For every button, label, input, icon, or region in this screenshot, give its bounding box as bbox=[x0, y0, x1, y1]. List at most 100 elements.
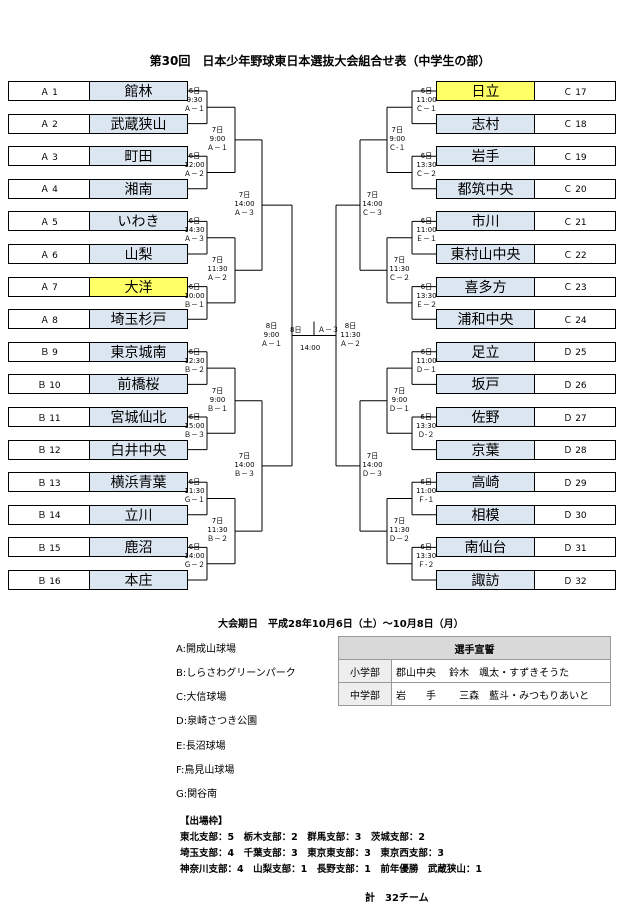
team-name: 京葉 bbox=[437, 440, 534, 459]
match-day: 6日 bbox=[420, 217, 433, 226]
match-time: 9:00 bbox=[209, 395, 226, 404]
team-code: Ｃ 22 bbox=[534, 245, 615, 263]
team-code: Ｂ 12 bbox=[9, 440, 90, 459]
match-day: 6日 bbox=[188, 478, 201, 487]
match-day: 6日 bbox=[188, 347, 201, 356]
team-code: Ｄ 26 bbox=[534, 375, 615, 394]
venue-item: C:大信球場 bbox=[176, 692, 227, 703]
match-time: 9:00 bbox=[389, 134, 406, 143]
match-day: 7日 bbox=[238, 451, 251, 460]
match-venue: Ｃ－３ bbox=[362, 209, 383, 218]
team-code: Ｄ 31 bbox=[534, 538, 615, 557]
match-time: 13:30 bbox=[416, 291, 437, 300]
team-total: 計 32チーム bbox=[365, 893, 429, 904]
team-name: 相模 bbox=[437, 505, 534, 524]
team-code: Ｂ 9 bbox=[9, 342, 90, 361]
team-name: 足立 bbox=[437, 342, 534, 361]
match-day: 7日 bbox=[393, 517, 406, 526]
team-name: 喜多方 bbox=[437, 277, 534, 296]
match-time: 11:30 bbox=[207, 265, 228, 274]
match-venue: Ｂ－１ bbox=[207, 404, 228, 413]
match-time: 11:30 bbox=[340, 330, 361, 339]
match-venue: Ｄ－１ bbox=[416, 365, 437, 374]
match-time: 11:30 bbox=[184, 487, 205, 496]
oath-label-junior: 中学部 bbox=[338, 682, 392, 706]
match-time: 11:00 bbox=[416, 356, 437, 365]
match-time: 9:30 bbox=[186, 96, 203, 104]
team-name: 立川 bbox=[90, 505, 187, 524]
team-code: Ｄ 27 bbox=[534, 408, 615, 426]
match-day: 6日 bbox=[188, 152, 201, 161]
venue-item: D:泉崎さつき公園 bbox=[176, 716, 258, 727]
match-venue: Ｃ－２ bbox=[416, 170, 437, 179]
team-code: Ａ 6 bbox=[9, 245, 90, 263]
match-time: 11:00 bbox=[416, 96, 437, 104]
team-code: Ｄ 30 bbox=[534, 505, 615, 524]
match-venue: Ｅ－１ bbox=[416, 235, 437, 244]
match-venue: Ａ－２ bbox=[340, 339, 361, 348]
match-venue: Ｃ-１ bbox=[389, 143, 406, 152]
team-code: Ｃ 19 bbox=[534, 147, 615, 166]
team-code: Ａ 7 bbox=[9, 277, 90, 296]
team-name: 鹿沼 bbox=[90, 538, 187, 557]
match-venue: Ａ－２ bbox=[207, 274, 228, 283]
team-code: Ｄ 29 bbox=[534, 473, 615, 492]
team-code: Ｃ 17 bbox=[534, 82, 615, 100]
match-venue: Ｄ－３ bbox=[362, 469, 383, 478]
match-day: 6日 bbox=[188, 543, 201, 552]
team-code: Ｃ 21 bbox=[534, 212, 615, 231]
team-name: 佐野 bbox=[437, 408, 534, 426]
team-name: 諏訪 bbox=[437, 571, 534, 589]
match-day: 6日 bbox=[420, 87, 433, 95]
match-venue: Ｃ－２ bbox=[389, 274, 410, 283]
match-time: 12:30 bbox=[184, 356, 205, 365]
match-day: 7日 bbox=[393, 386, 406, 395]
team-name: 横浜青葉 bbox=[90, 473, 187, 492]
oath-text-junior: 岩 手 三森 藍斗・みつもりあいと bbox=[391, 682, 611, 706]
match-time: 14:00 bbox=[234, 460, 255, 469]
team-name: 坂戸 bbox=[437, 375, 534, 394]
match-day: 6日 bbox=[420, 478, 432, 487]
team-code: Ｃ 24 bbox=[534, 310, 615, 329]
team-code: Ｂ 13 bbox=[9, 473, 90, 492]
team-code: Ａ 2 bbox=[9, 114, 90, 133]
final-venue: Ａ－３ bbox=[318, 325, 339, 334]
match-day: 6日 bbox=[188, 87, 201, 95]
venue-item: F:鳥見山球場 bbox=[176, 765, 235, 776]
match-venue: Ｂ－１ bbox=[184, 300, 205, 309]
match-time: 14:30 bbox=[184, 226, 205, 235]
team-name: 都筑中央 bbox=[437, 179, 534, 198]
match-time: 14:00 bbox=[362, 200, 383, 209]
match-day: 7日 bbox=[238, 191, 251, 200]
match-day: 6日 bbox=[420, 543, 432, 552]
team-code: Ｄ 28 bbox=[534, 440, 615, 459]
final-day: 8日 bbox=[290, 325, 302, 334]
match-venue: Ｂ－３ bbox=[234, 469, 255, 478]
match-time: 9:00 bbox=[391, 395, 408, 404]
